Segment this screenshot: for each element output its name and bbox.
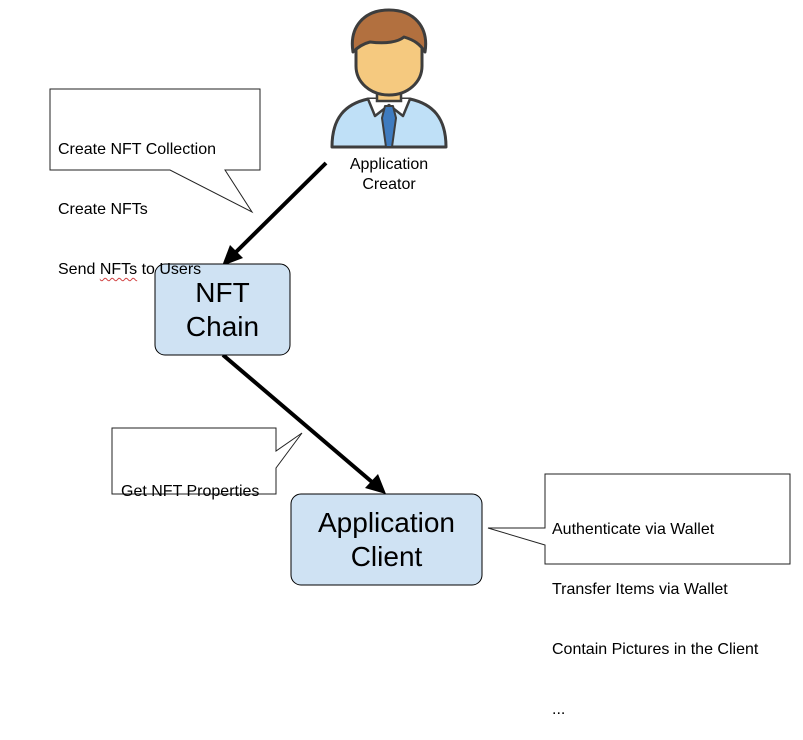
application-client-label-line1: Application bbox=[318, 507, 455, 538]
nft-chain-label: NFT Chain bbox=[155, 276, 290, 344]
application-creator-label: Application Creator bbox=[329, 155, 449, 195]
creator-action-send-nfts: Send NFTs to Users bbox=[58, 260, 216, 280]
creator-to-chain-arrowhead bbox=[222, 245, 243, 266]
send-prefix: Send bbox=[58, 261, 100, 278]
nft-chain-node bbox=[154, 263, 291, 356]
creator-to-chain-arrow bbox=[234, 161, 328, 254]
creator-action-create-collection: Create NFT Collection bbox=[58, 141, 216, 158]
diagram-canvas bbox=[49, 8, 791, 586]
chain-to-client-arrowhead bbox=[365, 474, 386, 494]
spellcheck-word: NFTs bbox=[99, 261, 138, 278]
creator-action-create-nfts: Create NFTs bbox=[58, 201, 148, 218]
feature-transfer: Transfer Items via Wallet bbox=[552, 581, 728, 598]
creator-actions-text: Create NFT Collection Create NFTs Send N… bbox=[58, 100, 216, 300]
user-icon bbox=[330, 8, 448, 149]
application-client-label: Application Client bbox=[291, 506, 482, 574]
actor-label-line1: Application bbox=[349, 156, 429, 173]
feature-more: ... bbox=[552, 701, 566, 718]
feature-pictures: Contain Pictures in the Client bbox=[552, 641, 759, 658]
creator-actions-callout bbox=[49, 88, 261, 214]
get-nft-properties-label: Get NFT Properties bbox=[121, 483, 260, 500]
application-client-label-line2: Client bbox=[350, 541, 423, 572]
get-properties-text: Get NFT Properties bbox=[121, 442, 259, 522]
send-suffix: to Users bbox=[137, 261, 202, 278]
get-properties-callout bbox=[111, 427, 303, 495]
nft-chain-label-line2: Chain bbox=[185, 311, 260, 342]
application-client-node bbox=[290, 493, 483, 586]
actor-label-line2: Creator bbox=[362, 176, 416, 193]
nft-chain-label-line1: NFT bbox=[195, 277, 250, 308]
feature-authenticate: Authenticate via Wallet bbox=[552, 521, 715, 538]
client-features-text: Authenticate via Wallet Transfer Items v… bbox=[552, 480, 758, 740]
chain-to-client-arrow bbox=[221, 353, 374, 484]
client-features-callout bbox=[487, 473, 791, 565]
